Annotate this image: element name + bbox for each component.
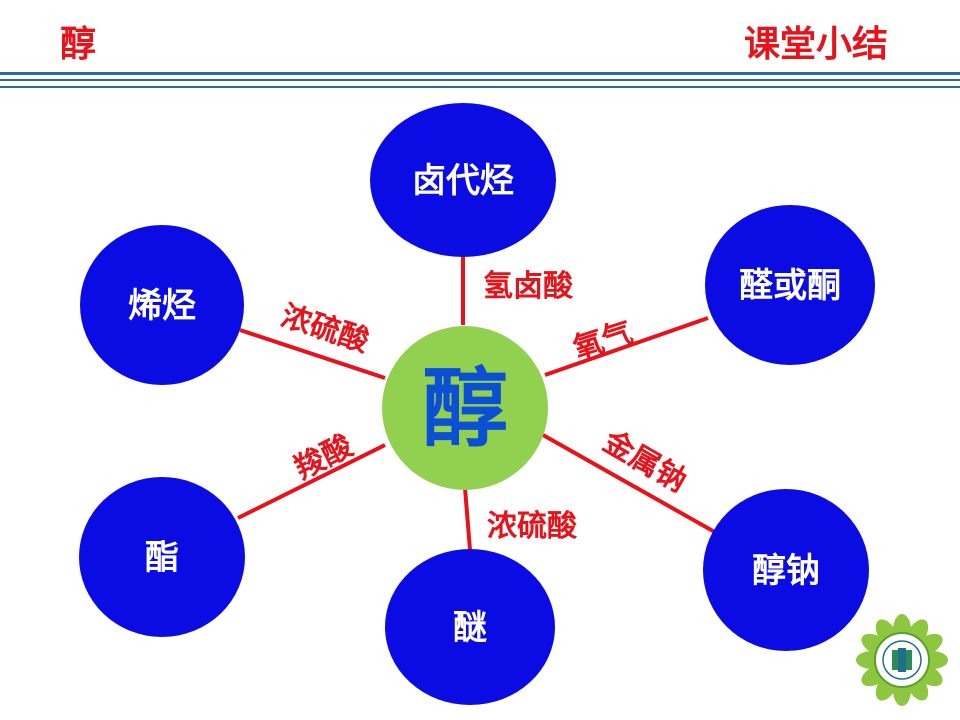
section-title: 课堂小结 [743,24,888,65]
edge-line-aldehyde-ketone [544,316,709,377]
header-rule-bottom [0,86,960,88]
edge-label-alkene: 浓硫酸 [277,298,374,359]
node-haloalkane: 卤代烃 [370,103,556,257]
edge-label-ether: 浓硫酸 [487,509,578,544]
node-aldehyde-ketone: 醛或酮 [705,205,875,365]
node-alkoxide: 醇钠 [703,489,869,651]
edge-line-ether [463,487,472,551]
node-ether: 醚 [385,549,555,705]
edge-line-alkene [239,328,386,380]
edge-lines [237,255,721,551]
node-label: 醛或酮 [739,266,841,306]
page-title: 醇 [60,24,97,65]
green-flower-emblem-icon [856,614,948,706]
edge-label-haloalkane: 氢卤酸 [483,269,574,304]
center-label: 醇 [422,359,508,459]
edge-label-aldehyde-ketone: 氧气 [569,315,637,367]
node-label: 卤代烃 [412,161,514,201]
edge-line-ester [237,443,386,520]
node-label: 醚 [453,608,487,648]
header-rule-top [0,72,960,75]
node-label: 酯 [145,538,179,578]
node-label: 醇钠 [752,551,820,591]
center-node-alcohol: 醇 [382,326,548,490]
node-ester: 酯 [79,477,245,637]
node-alkene: 烯烃 [80,225,244,385]
edge-label-ester: 羧酸 [289,428,359,487]
edge-line-alkoxide [542,433,721,537]
header-rule-middle [0,79,960,81]
edge-label-alkoxide: 金属钠 [596,424,692,500]
node-label: 烯烃 [128,286,196,326]
